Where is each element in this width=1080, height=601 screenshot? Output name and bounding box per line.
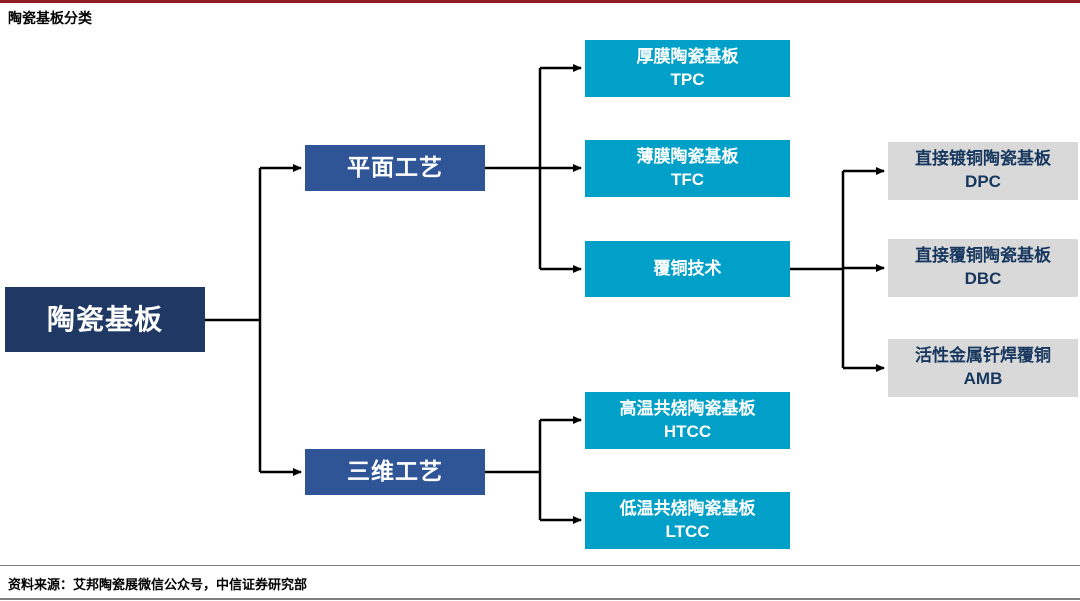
root-node-ceramic-substrate: 陶瓷基板: [5, 287, 205, 352]
node-dbc: 直接覆铜陶瓷基板 DBC: [888, 239, 1078, 297]
node-dpc: 直接镀铜陶瓷基板 DPC: [888, 142, 1078, 200]
node-name: 低温共烧陶瓷基板: [619, 498, 756, 518]
node-copper-clad-technology: 覆铜技术: [585, 241, 790, 297]
branch-node-planar-process: 平面工艺: [305, 145, 485, 191]
node-name: 高温共烧陶瓷基板: [619, 398, 756, 418]
node-name: 厚膜陶瓷基板: [636, 46, 739, 66]
source-note: 资料来源：艾邦陶瓷展微信公众号，中信证券研究部: [8, 577, 308, 592]
node-name: 薄膜陶瓷基板: [636, 146, 739, 166]
footer-divider: [0, 565, 1080, 566]
node-htcc: 高温共烧陶瓷基板 HTCC: [585, 392, 790, 449]
node-name: 活性金属钎焊覆铜: [915, 346, 1051, 366]
node-thin-film-tfc: 薄膜陶瓷基板 TFC: [585, 140, 790, 197]
root-node-label: 陶瓷基板: [46, 303, 163, 335]
bottom-rule: [0, 598, 1080, 600]
node-amb: 活性金属钎焊覆铜 AMB: [888, 339, 1078, 397]
node-abbr: DBC: [964, 269, 1002, 288]
node-thick-film-tpc: 厚膜陶瓷基板 TPC: [585, 40, 790, 97]
node-abbr: LTCC: [665, 521, 710, 541]
node-abbr: TFC: [670, 169, 705, 189]
branch-node-3d-process: 三维工艺: [305, 449, 485, 495]
branch-node-label: 平面工艺: [347, 154, 443, 181]
node-name: 直接覆铜陶瓷基板: [915, 246, 1051, 266]
node-abbr: DPC: [965, 172, 1001, 191]
node-name: 覆铜技术: [653, 258, 722, 278]
node-abbr: HTCC: [663, 421, 712, 441]
node-name: 直接镀铜陶瓷基板: [915, 149, 1051, 169]
branch-node-label: 三维工艺: [347, 458, 443, 485]
node-ltcc: 低温共烧陶瓷基板 LTCC: [585, 492, 790, 549]
node-abbr: TPC: [670, 69, 705, 89]
top-accent-rule: [0, 0, 1080, 3]
page-title: 陶瓷基板分类: [8, 10, 92, 26]
node-abbr: AMB: [963, 369, 1003, 388]
